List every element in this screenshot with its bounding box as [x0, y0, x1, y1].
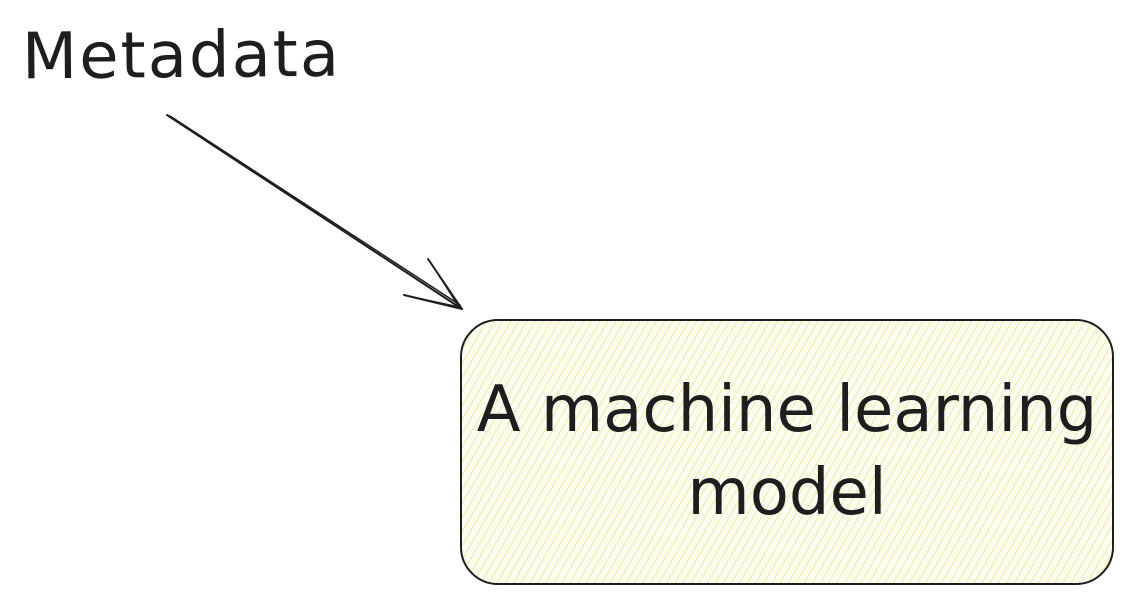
model-box-label: A machine learning model: [476, 372, 1098, 530]
arrowhead-sketch: [407, 262, 460, 308]
arrow-shaft: [166, 114, 463, 310]
model-box[interactable]: A machine learning model: [460, 319, 1114, 585]
metadata-label[interactable]: Metadata: [21, 17, 342, 95]
arrow-shaft-sketch: [169, 115, 461, 306]
arrowhead: [403, 258, 463, 310]
